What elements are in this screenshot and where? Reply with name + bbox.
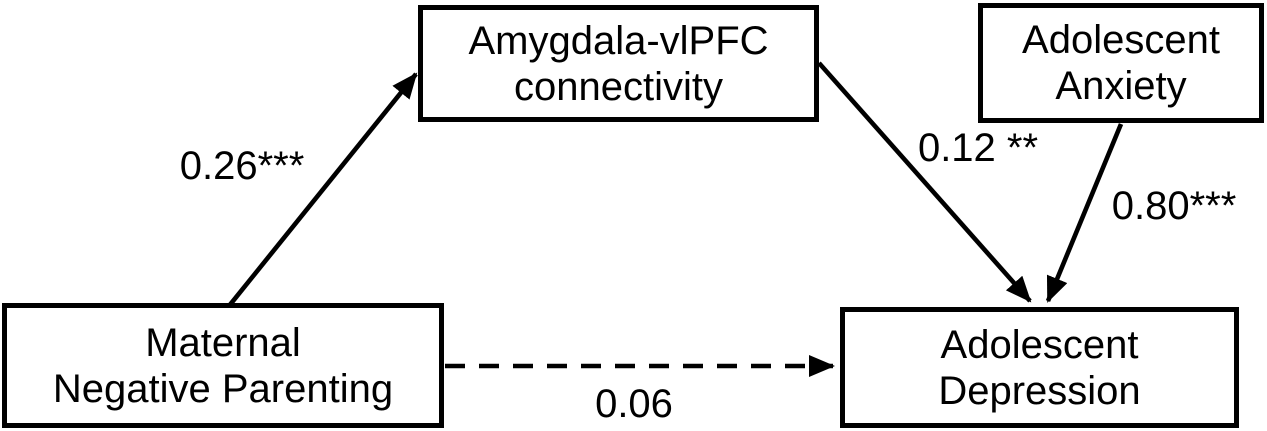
edge-coefficient-anxiety-depression: 0.80***	[1111, 184, 1237, 228]
node-label-line: Amygdala-vlPFC	[468, 18, 769, 63]
node-label-line: Adolescent	[940, 322, 1139, 367]
node-adolescent-anxiety: Adolescent Anxiety	[978, 3, 1264, 123]
node-label-line: Adolescent	[1022, 18, 1220, 62]
arrow-maternal-to-amygdala	[227, 72, 418, 308]
node-label-line: Depression	[938, 368, 1141, 413]
arrow-amygdala-to-depression	[817, 61, 1032, 303]
node-label-line: Negative Parenting	[52, 366, 394, 411]
edge-coefficient-amygdala-depression: 0.12 **	[917, 126, 1039, 170]
node-label-line: Maternal	[145, 320, 301, 365]
edge-coefficient-maternal-depression: 0.06	[595, 382, 673, 426]
node-maternal-negative-parenting: Maternal Negative Parenting	[2, 303, 444, 428]
arrow-anxiety-to-depression	[1045, 123, 1124, 303]
node-adolescent-depression: Adolescent Depression	[840, 307, 1239, 428]
node-label-line: Anxiety	[1055, 64, 1187, 108]
node-amygdala-vlpfc-connectivity: Amygdala-vlPFC connectivity	[418, 5, 819, 122]
edge-coefficient-maternal-amygdala: 0.26***	[179, 144, 305, 188]
node-label-line: connectivity	[514, 64, 723, 109]
